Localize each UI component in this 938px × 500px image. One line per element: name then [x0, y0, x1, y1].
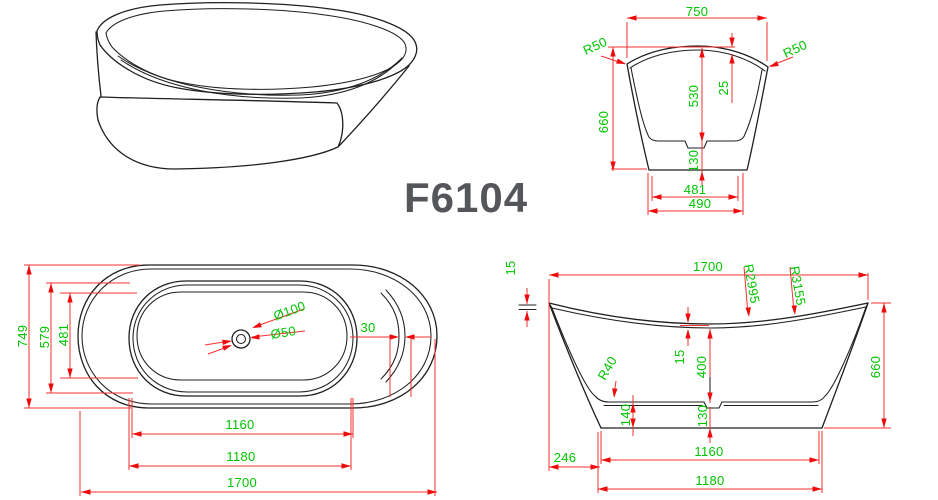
side-drain-notch — [703, 401, 723, 409]
side-left-wall-inner — [551, 307, 610, 403]
end-view-dimension-lines — [600, 15, 794, 215]
dim-label-130-side: 130 — [695, 405, 710, 428]
plan-rim-seam-arc-outer — [385, 289, 406, 383]
plan-outer-edge-inner — [81, 268, 432, 405]
dim-label-140: 140 — [618, 404, 633, 427]
plan-rim-inner-edge-2 — [132, 284, 354, 393]
dim-label-130-end: 130 — [686, 150, 701, 173]
right-silhouette-line — [338, 65, 410, 147]
dim-label-1160-side: 1160 — [694, 444, 723, 459]
dim-label-25: 25 — [716, 80, 731, 95]
side-view-labels: 15 1700 R2995 R3155 15 400 R40 140 130 6… — [503, 259, 883, 488]
dim-label-400: 400 — [694, 356, 709, 379]
drain-inner-circle — [235, 333, 247, 345]
dim-label-15-center: 15 — [672, 349, 687, 364]
dim-label-drain-50: Ø50 — [270, 323, 298, 342]
dim-label-579: 579 — [37, 326, 52, 349]
dim-label-1700-plan: 1700 — [227, 475, 257, 490]
side-rim-inner-curve — [551, 306, 867, 329]
side-left-wall-outer — [548, 302, 602, 429]
plan-bowl-bottom-edge — [136, 291, 348, 381]
dim-label-drain-100: Ø100 — [271, 298, 307, 323]
side-rim-tip-joins — [548, 302, 869, 309]
model-number-label: F6104 — [404, 174, 528, 221]
drain-outer-circle — [231, 329, 251, 349]
dim-label-749: 749 — [15, 325, 30, 348]
dim-label-530: 530 — [686, 85, 701, 108]
tub-end-rim-inner-curve — [629, 49, 766, 72]
left-silhouette-line — [95, 31, 102, 97]
perspective-view — [95, 2, 418, 170]
dim-label-r2995: R2995 — [741, 263, 763, 305]
plan-rim-inner-edge — [128, 280, 358, 397]
dim-label-1180-side: 1180 — [695, 473, 724, 488]
end-view-labels: 750 R50 R50 660 530 25 130 481 490 — [581, 4, 810, 211]
side-view-dimension-lines — [524, 266, 891, 493]
bowl-far-edge-line — [117, 55, 403, 96]
dim-label-490: 490 — [689, 196, 712, 211]
dim-label-660-side: 660 — [868, 356, 883, 379]
side-rim-outer-curve — [548, 302, 869, 325]
dim-label-660-end: 660 — [596, 111, 611, 134]
base-outline — [96, 96, 344, 170]
side-right-wall-inner — [811, 306, 867, 403]
dim-label-1160-plan: 1160 — [225, 417, 254, 432]
plan-view: 749 579 481 Ø100 Ø50 30 1160 1180 1700 — [15, 264, 438, 496]
rim-outer-outline — [96, 2, 418, 95]
dim-label-30: 30 — [360, 320, 375, 335]
dim-label-481-plan: 481 — [56, 324, 71, 347]
dim-label-1700-side: 1700 — [693, 259, 723, 274]
dim-label-750: 750 — [686, 4, 709, 19]
dim-label-r50-right: R50 — [781, 37, 810, 61]
end-view: 750 R50 R50 660 530 25 130 481 490 — [581, 4, 810, 215]
dim-label-r50-left: R50 — [581, 34, 610, 58]
plan-view-dimension-lines — [24, 264, 437, 496]
dim-label-15-tip: 15 — [503, 260, 518, 275]
plan-view-labels: 749 579 481 Ø100 Ø50 30 1160 1180 1700 — [15, 298, 375, 490]
dim-label-r3155: R3155 — [787, 265, 809, 307]
dim-label-r40: R40 — [595, 354, 620, 383]
dim-label-1180-plan: 1180 — [226, 449, 255, 464]
tub-end-inner-wall-floor — [630, 67, 763, 149]
side-view: 15 1700 R2995 R3155 15 400 R40 140 130 6… — [503, 259, 891, 493]
side-right-wall-outer — [821, 302, 869, 429]
dim-label-246: 246 — [554, 450, 577, 465]
side-view-outline — [518, 302, 869, 429]
bowl-far-edge-line-2 — [120, 59, 400, 99]
rim-inner-outline — [105, 8, 407, 90]
dim-label-481-end: 481 — [684, 182, 707, 197]
plan-rim-seam-arc-inner — [380, 292, 400, 380]
rim-tip-section-ticks — [518, 304, 537, 311]
